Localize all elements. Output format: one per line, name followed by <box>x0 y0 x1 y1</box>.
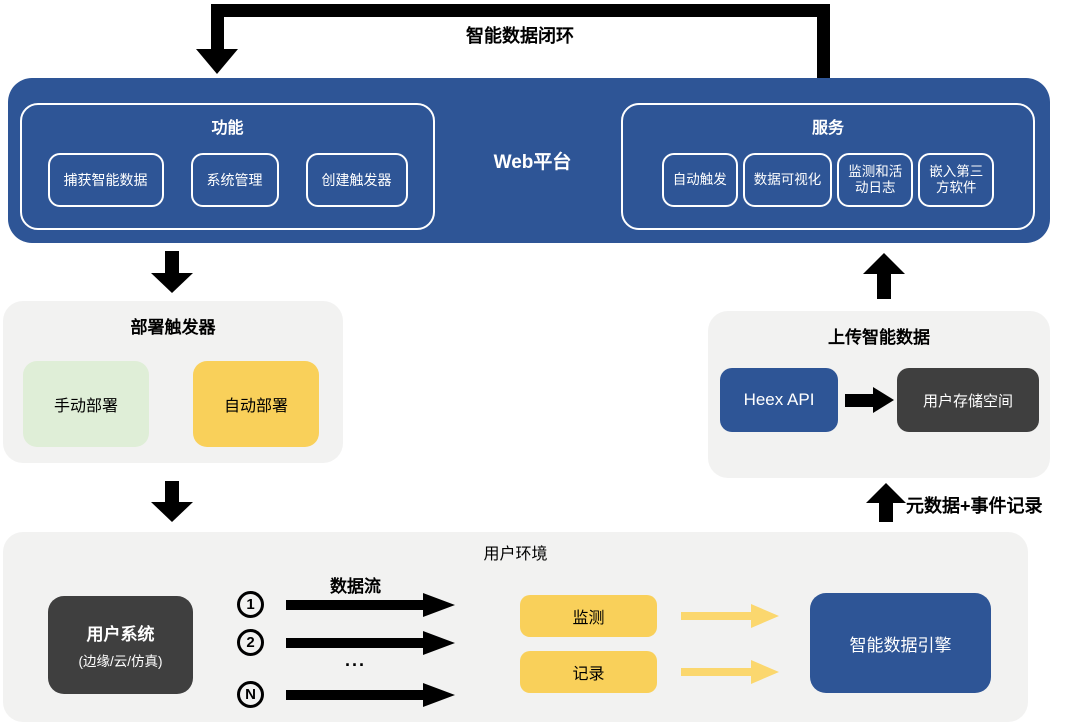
arrowhead-right-icon <box>873 387 894 413</box>
arrowhead-up-icon <box>866 483 906 503</box>
user-storage-box: 用户存储空间 <box>897 368 1039 432</box>
stream-n-badge: N <box>237 681 264 708</box>
arrow-shaft <box>681 612 751 620</box>
loop-label: 智能数据闭环 <box>466 26 574 46</box>
features-title: 功能 <box>211 120 244 137</box>
heex-api-box: Heex API <box>720 368 838 432</box>
metadata-event-label: 元数据+事件记录 <box>906 496 1043 516</box>
upload-title: 上传智能数据 <box>828 328 930 347</box>
arrow-shaft <box>879 503 893 522</box>
user-system-subtitle: (边缘/云/仿真) <box>78 654 163 669</box>
services-group: 服务 自动触发 数据可视化 监测和活 动日志 嵌入第三 方软件 <box>621 103 1035 230</box>
smart-data-engine-box: 智能数据引擎 <box>810 593 991 693</box>
arrow-shaft <box>165 481 179 502</box>
monitor-box: 监测 <box>520 595 657 637</box>
arrowhead-down-icon <box>151 502 193 522</box>
loop-arrow-right-segment <box>817 4 830 79</box>
stream-1-badge: 1 <box>237 591 264 618</box>
features-row: 捕获智能数据 系统管理 创建触发器 <box>22 153 433 207</box>
user-system-box: 用户系统 (边缘/云/仿真) <box>48 596 193 694</box>
feature-system-management: 系统管理 <box>190 153 279 207</box>
arrow-shaft <box>286 690 423 700</box>
arrowhead-right-icon <box>423 593 455 617</box>
data-flow-label: 数据流 <box>330 577 381 596</box>
arrow-shaft <box>681 668 751 676</box>
arrow-shaft <box>877 274 891 299</box>
loop-arrow-top-segment <box>211 4 830 17</box>
service-embed-third-party: 嵌入第三 方软件 <box>918 153 995 207</box>
arrowhead-right-icon <box>751 660 779 684</box>
feature-capture-smart-data: 捕获智能数据 <box>47 153 164 207</box>
platform-title: Web平台 <box>493 152 572 173</box>
manual-deploy-box: 手动部署 <box>23 361 149 447</box>
deploy-triggers-box: 部署触发器 手动部署 自动部署 <box>3 301 343 463</box>
arrow-shaft <box>165 251 179 273</box>
services-title: 服务 <box>811 120 844 137</box>
service-auto-trigger: 自动触发 <box>661 153 738 207</box>
services-row: 自动触发 数据可视化 监测和活 动日志 嵌入第三 方软件 <box>623 153 1033 207</box>
loop-arrow-left-segment <box>211 4 224 49</box>
environment-title: 用户环境 <box>483 546 548 563</box>
web-platform-box: 功能 捕获智能数据 系统管理 创建触发器 Web平台 服务 自动触发 数据可视化… <box>8 78 1050 243</box>
auto-deploy-box: 自动部署 <box>193 361 319 447</box>
arrow-shaft <box>286 600 423 610</box>
arrowhead-right-icon <box>423 683 455 707</box>
record-box: 记录 <box>520 651 657 693</box>
stream-2-badge: 2 <box>237 629 264 656</box>
arrowhead-down-icon <box>151 273 193 293</box>
deploy-title: 部署触发器 <box>130 318 216 337</box>
arrow-shaft <box>286 638 423 648</box>
loop-arrowhead-down-icon <box>196 49 238 74</box>
stream-ellipsis: ... <box>344 650 366 670</box>
features-group: 功能 捕获智能数据 系统管理 创建触发器 <box>20 103 435 230</box>
arrowhead-right-icon <box>751 604 779 628</box>
arrowhead-up-icon <box>863 253 905 274</box>
arrow-shaft <box>845 394 873 407</box>
service-data-visualization: 数据可视化 <box>742 153 833 207</box>
user-environment-box: 用户环境 用户系统 (边缘/云/仿真) 数据流 1 2 ... N 监测 记录 <box>3 532 1028 722</box>
service-monitoring-activity-log: 监测和活 动日志 <box>837 153 914 207</box>
user-system-title: 用户系统 <box>86 625 155 644</box>
feature-create-trigger: 创建触发器 <box>305 153 408 207</box>
arrowhead-right-icon <box>423 631 455 655</box>
